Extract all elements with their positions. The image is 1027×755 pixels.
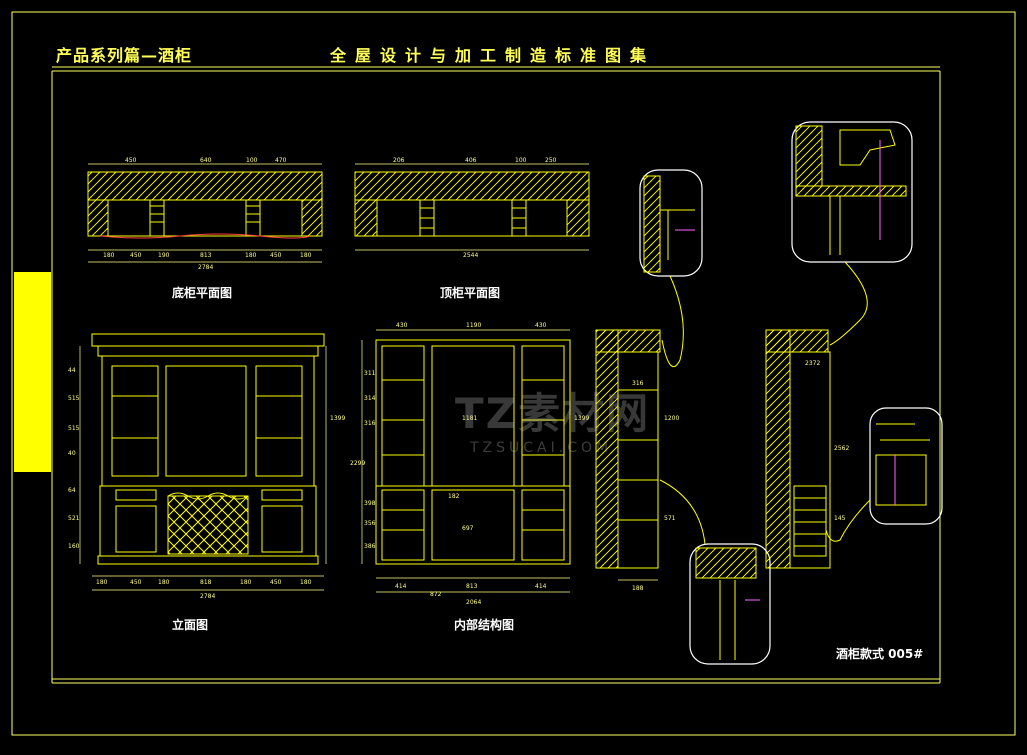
dim-base-top-4: 470 [275, 157, 287, 164]
collection-title: 全屋设计与加工制造标准图集 [330, 46, 656, 65]
elevation-view [79, 333, 327, 591]
dim-top-top-1: 206 [393, 157, 405, 164]
dim-base-top-1: 450 [125, 157, 137, 164]
dim-int-mid-3: 697 [462, 525, 474, 532]
dim-elev-left-3: 515 [68, 425, 80, 432]
dim-elev-total: 2784 [200, 593, 215, 600]
dim-int-left-4: 2299 [350, 460, 365, 467]
dim-elev-4: 818 [200, 579, 212, 586]
dim-sec1-a: 316 [632, 380, 644, 387]
dim-elev-right: 1399 [330, 415, 345, 422]
dim-top-top-4: 250 [545, 157, 557, 164]
dim-int-bottom-4: 414 [535, 583, 547, 590]
dim-base-bottom-2: 450 [130, 252, 142, 259]
dim-int-mid-2: 182 [448, 493, 460, 500]
section-view-2: 2372 2562 145 [765, 329, 849, 569]
dim-elev-7: 180 [300, 579, 312, 586]
sheet-border [11, 11, 1016, 736]
dim-int-mid-4: 1399 [574, 415, 589, 422]
base-plan-view: 450 640 100 470 180 450 190 813 180 450 … [87, 157, 323, 271]
dim-sec1-bottom: 188 [632, 585, 644, 592]
dim-int-total: 2064 [466, 599, 481, 606]
dim-base-bottom-3: 190 [158, 252, 170, 259]
watermark-url: TZSUCAI.COM [470, 440, 613, 456]
dim-elev-1: 180 [96, 579, 108, 586]
dim-top-top-2: 406 [465, 157, 477, 164]
dim-int-bottom-3: 813 [466, 583, 478, 590]
dim-int-left-6: 356 [364, 520, 376, 527]
dim-sec2-a: 2372 [805, 360, 820, 367]
dim-elev-left-4: 40 [68, 450, 76, 457]
dim-int-left-5: 398 [364, 500, 376, 507]
detail-bubbles [639, 121, 943, 665]
side-tab [14, 272, 51, 472]
detail-contents [643, 125, 930, 660]
elevation-dimensions: 180 450 180 818 180 450 180 2784 44 515 … [68, 367, 345, 600]
dim-sec1-c: 571 [664, 515, 676, 522]
watermark-brand: TZ素材网 [455, 389, 651, 438]
dim-base-bottom-5: 180 [245, 252, 257, 259]
dim-base-total: 2784 [198, 264, 213, 271]
dim-int-left-3: 316 [364, 420, 376, 427]
dim-int-top-3: 430 [535, 322, 547, 329]
label-top-plan: 顶柜平面图 [440, 286, 501, 300]
section-view-1: 188 316 1200 571 [595, 329, 679, 592]
dim-sec2-c: 145 [834, 515, 846, 522]
dim-int-mid-1: 1181 [462, 415, 477, 422]
dim-int-left-2: 314 [364, 395, 376, 402]
dim-elev-left-2: 515 [68, 395, 80, 402]
dim-top-top-3: 100 [515, 157, 527, 164]
dim-int-left-7: 386 [364, 543, 376, 550]
dim-base-bottom-7: 180 [300, 252, 312, 259]
label-base-plan: 底柜平面图 [172, 286, 233, 300]
dim-elev-6: 450 [270, 579, 282, 586]
dim-elev-left-6: 521 [68, 515, 80, 522]
label-elevation: 立面图 [172, 618, 209, 632]
dim-base-bottom-4: 813 [200, 252, 212, 259]
dim-int-top-2: 1190 [466, 322, 481, 329]
dim-base-top-3: 100 [246, 157, 258, 164]
dim-elev-left-7: 160 [68, 543, 80, 550]
dim-int-left-1: 311 [364, 370, 376, 377]
dim-int-top-1: 430 [396, 322, 408, 329]
dim-elev-3: 180 [158, 579, 170, 586]
dim-elev-5: 180 [240, 579, 252, 586]
model-label: 酒柜款式 005# [836, 647, 924, 661]
series-title: 产品系列篇—酒柜 [56, 46, 193, 65]
dim-top-total: 2544 [463, 252, 478, 259]
label-internal: 内部结构图 [454, 618, 515, 632]
dim-int-bottom-2: 872 [430, 591, 442, 598]
dim-elev-left-1: 44 [68, 367, 76, 374]
leader-lines [659, 261, 871, 545]
dim-int-bottom-1: 414 [395, 583, 407, 590]
dim-sec1-b: 1200 [664, 415, 679, 422]
dim-base-top-2: 640 [200, 157, 212, 164]
dim-elev-2: 450 [130, 579, 142, 586]
dim-sec2-b: 2562 [834, 445, 849, 452]
dim-base-bottom-1: 180 [103, 252, 115, 259]
internal-view [361, 329, 571, 593]
internal-dimensions: 430 1190 430 414 872 813 414 2064 1181 1… [350, 322, 589, 606]
dim-elev-left-5: 64 [68, 487, 76, 494]
dim-base-bottom-6: 450 [270, 252, 282, 259]
top-plan-view: 206 406 100 250 2544 [354, 157, 590, 259]
